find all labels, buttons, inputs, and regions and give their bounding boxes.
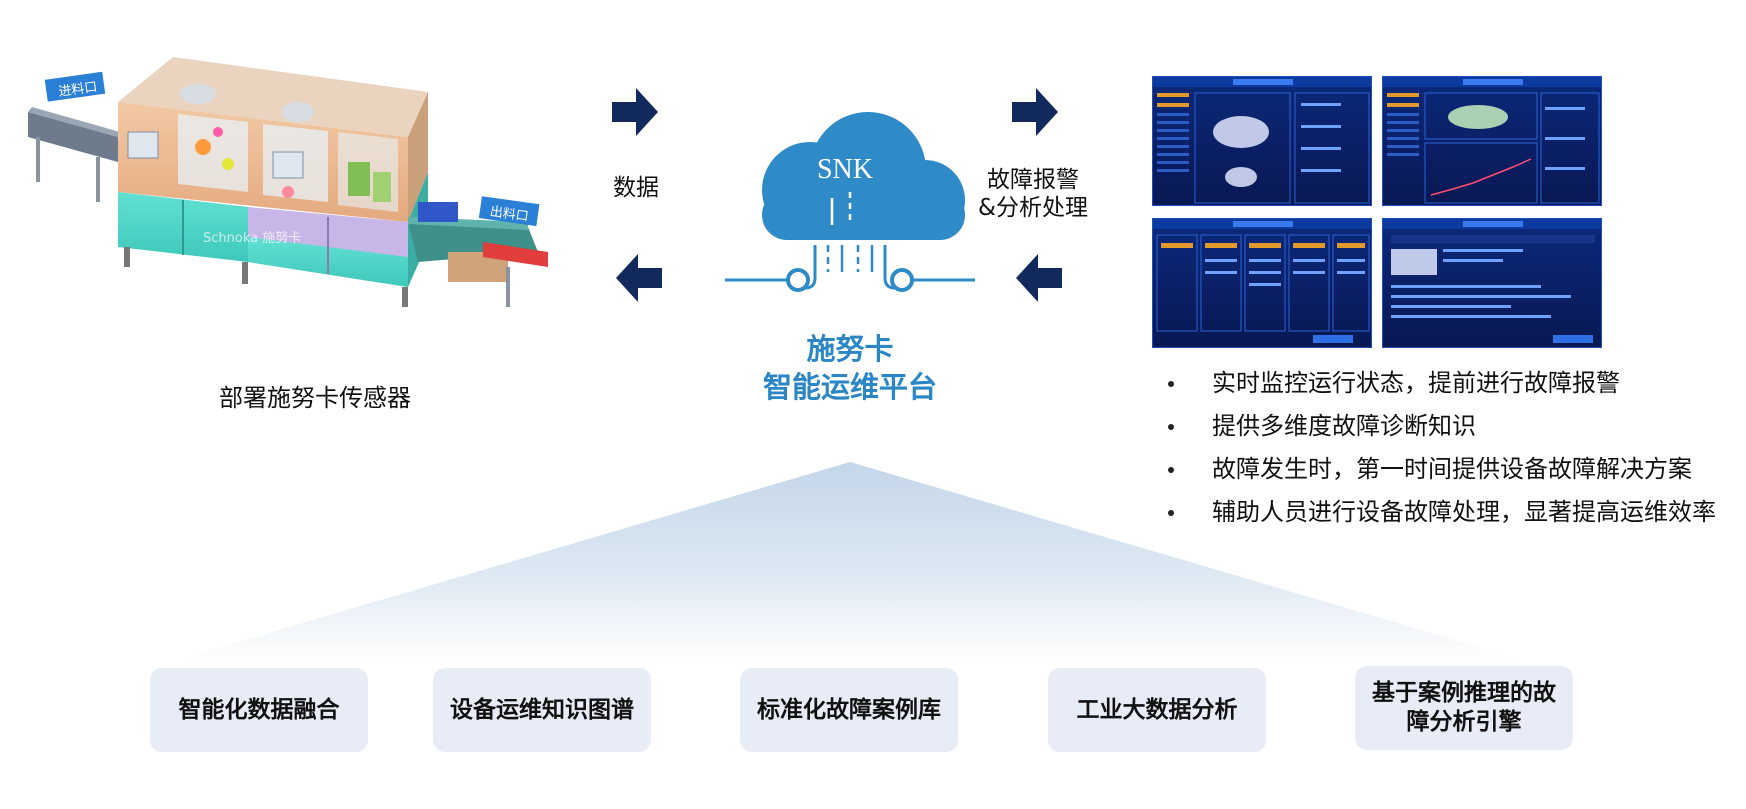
snk-cloud-icon: SNK [725, 112, 975, 292]
platform-title: 施努卡 智能运维平台 [690, 330, 1010, 406]
cloud-text: SNK [817, 154, 873, 185]
dashboard-screen-diagnosis-tree [1152, 218, 1372, 348]
platform-foundation-pyramid [170, 462, 1530, 662]
capability-item: 提供多维度故障诊断知识 [1160, 405, 1716, 448]
platform-title-line2: 智能运维平台 [762, 370, 937, 404]
data-label: 数据 [613, 175, 659, 201]
feature-case-reasoning-engine: 基于案例推理的故障分析引擎 [1355, 666, 1573, 750]
arrow-left-icon [616, 254, 662, 302]
capability-item: 实时监控运行状态，提前进行故障报警 [1160, 362, 1716, 405]
arrow-left-icon [1016, 254, 1062, 302]
bullet-dot-icon [1168, 467, 1174, 473]
automation-machine-illustration: 进料口 出料口 Schnoka 施努卡 [28, 57, 548, 307]
machine-caption: 部署施努卡传感器 [219, 384, 411, 412]
machine-watermark: Schnoka 施努卡 [203, 231, 301, 246]
bullet-dot-icon [1168, 424, 1174, 430]
dashboard-screen-trend [1382, 76, 1602, 206]
feature-big-data-analysis: 工业大数据分析 [1048, 668, 1266, 752]
dashboard-screen-monitor [1152, 76, 1372, 206]
platform-title-line1: 施努卡 [806, 332, 894, 366]
alarm-label-line1: 故障报警 [987, 167, 1079, 193]
alarm-analysis-label: 故障报警 &分析处理 [968, 166, 1098, 222]
feature-fault-case-library: 标准化故障案例库 [740, 668, 958, 752]
feature-knowledge-graph: 设备运维知识图谱 [433, 668, 651, 752]
dashboard-screen-solution [1382, 218, 1602, 348]
arrow-right-icon [612, 88, 658, 136]
capability-item: 故障发生时，第一时间提供设备故障解决方案 [1160, 448, 1716, 491]
arrow-right-icon [1012, 88, 1058, 136]
exit-tag: 出料口 [489, 205, 530, 225]
entry-tag: 进料口 [58, 80, 99, 100]
alarm-label-line2: &分析处理 [978, 195, 1088, 221]
feature-data-fusion: 智能化数据融合 [150, 668, 368, 752]
bullet-dot-icon [1168, 381, 1174, 387]
capability-list: 实时监控运行状态，提前进行故障报警 提供多维度故障诊断知识 故障发生时，第一时间… [1160, 362, 1716, 534]
capability-item: 辅助人员进行设备故障处理，显著提高运维效率 [1160, 491, 1716, 534]
bullet-dot-icon [1168, 510, 1174, 516]
